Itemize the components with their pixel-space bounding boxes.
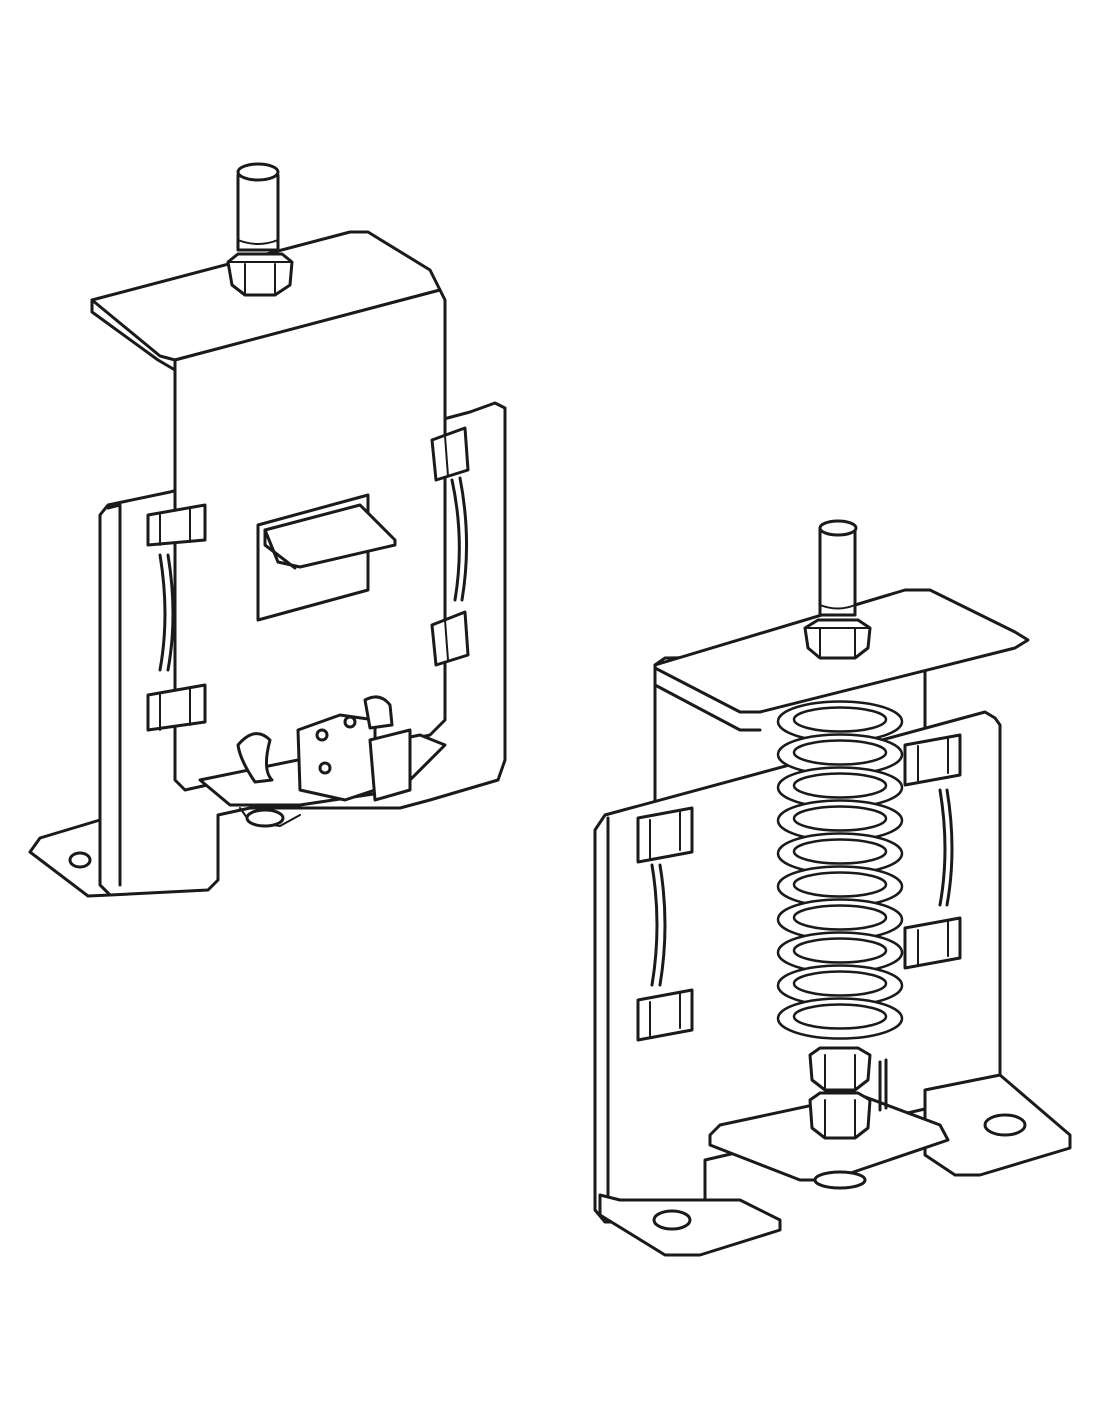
right-feet <box>598 1073 1072 1257</box>
spring-coil-inner <box>792 1003 888 1030</box>
spring-coil-inner <box>792 970 888 997</box>
right-lower-rod <box>808 1046 888 1140</box>
spring-coil-inner <box>792 904 888 931</box>
right-front-slots <box>636 733 962 1042</box>
spring-coil-inner <box>792 772 888 799</box>
left-edge-clips <box>146 503 207 732</box>
spring-coil-inner <box>792 838 888 865</box>
right-top-rod <box>803 519 872 660</box>
left-top-rod <box>236 162 280 252</box>
right-hanger-assembly <box>593 519 1072 1257</box>
left-top-nut <box>226 252 294 297</box>
right-edge-clips <box>430 426 470 667</box>
spring-coil-inner <box>792 937 888 964</box>
spring-coil-inner <box>792 805 888 832</box>
right-foot-hole-left <box>652 1209 692 1231</box>
spring-coil-inner <box>792 871 888 898</box>
left-foot-hole <box>68 851 92 869</box>
spring-coil-inner <box>792 706 888 733</box>
left-hanger-assembly <box>28 162 507 898</box>
left-center-slot <box>256 493 397 622</box>
left-bottom-mechanism <box>198 695 447 828</box>
spring-coil-inner <box>792 739 888 766</box>
right-foot-hole-right <box>983 1113 1027 1137</box>
coil-spring <box>776 700 904 1040</box>
